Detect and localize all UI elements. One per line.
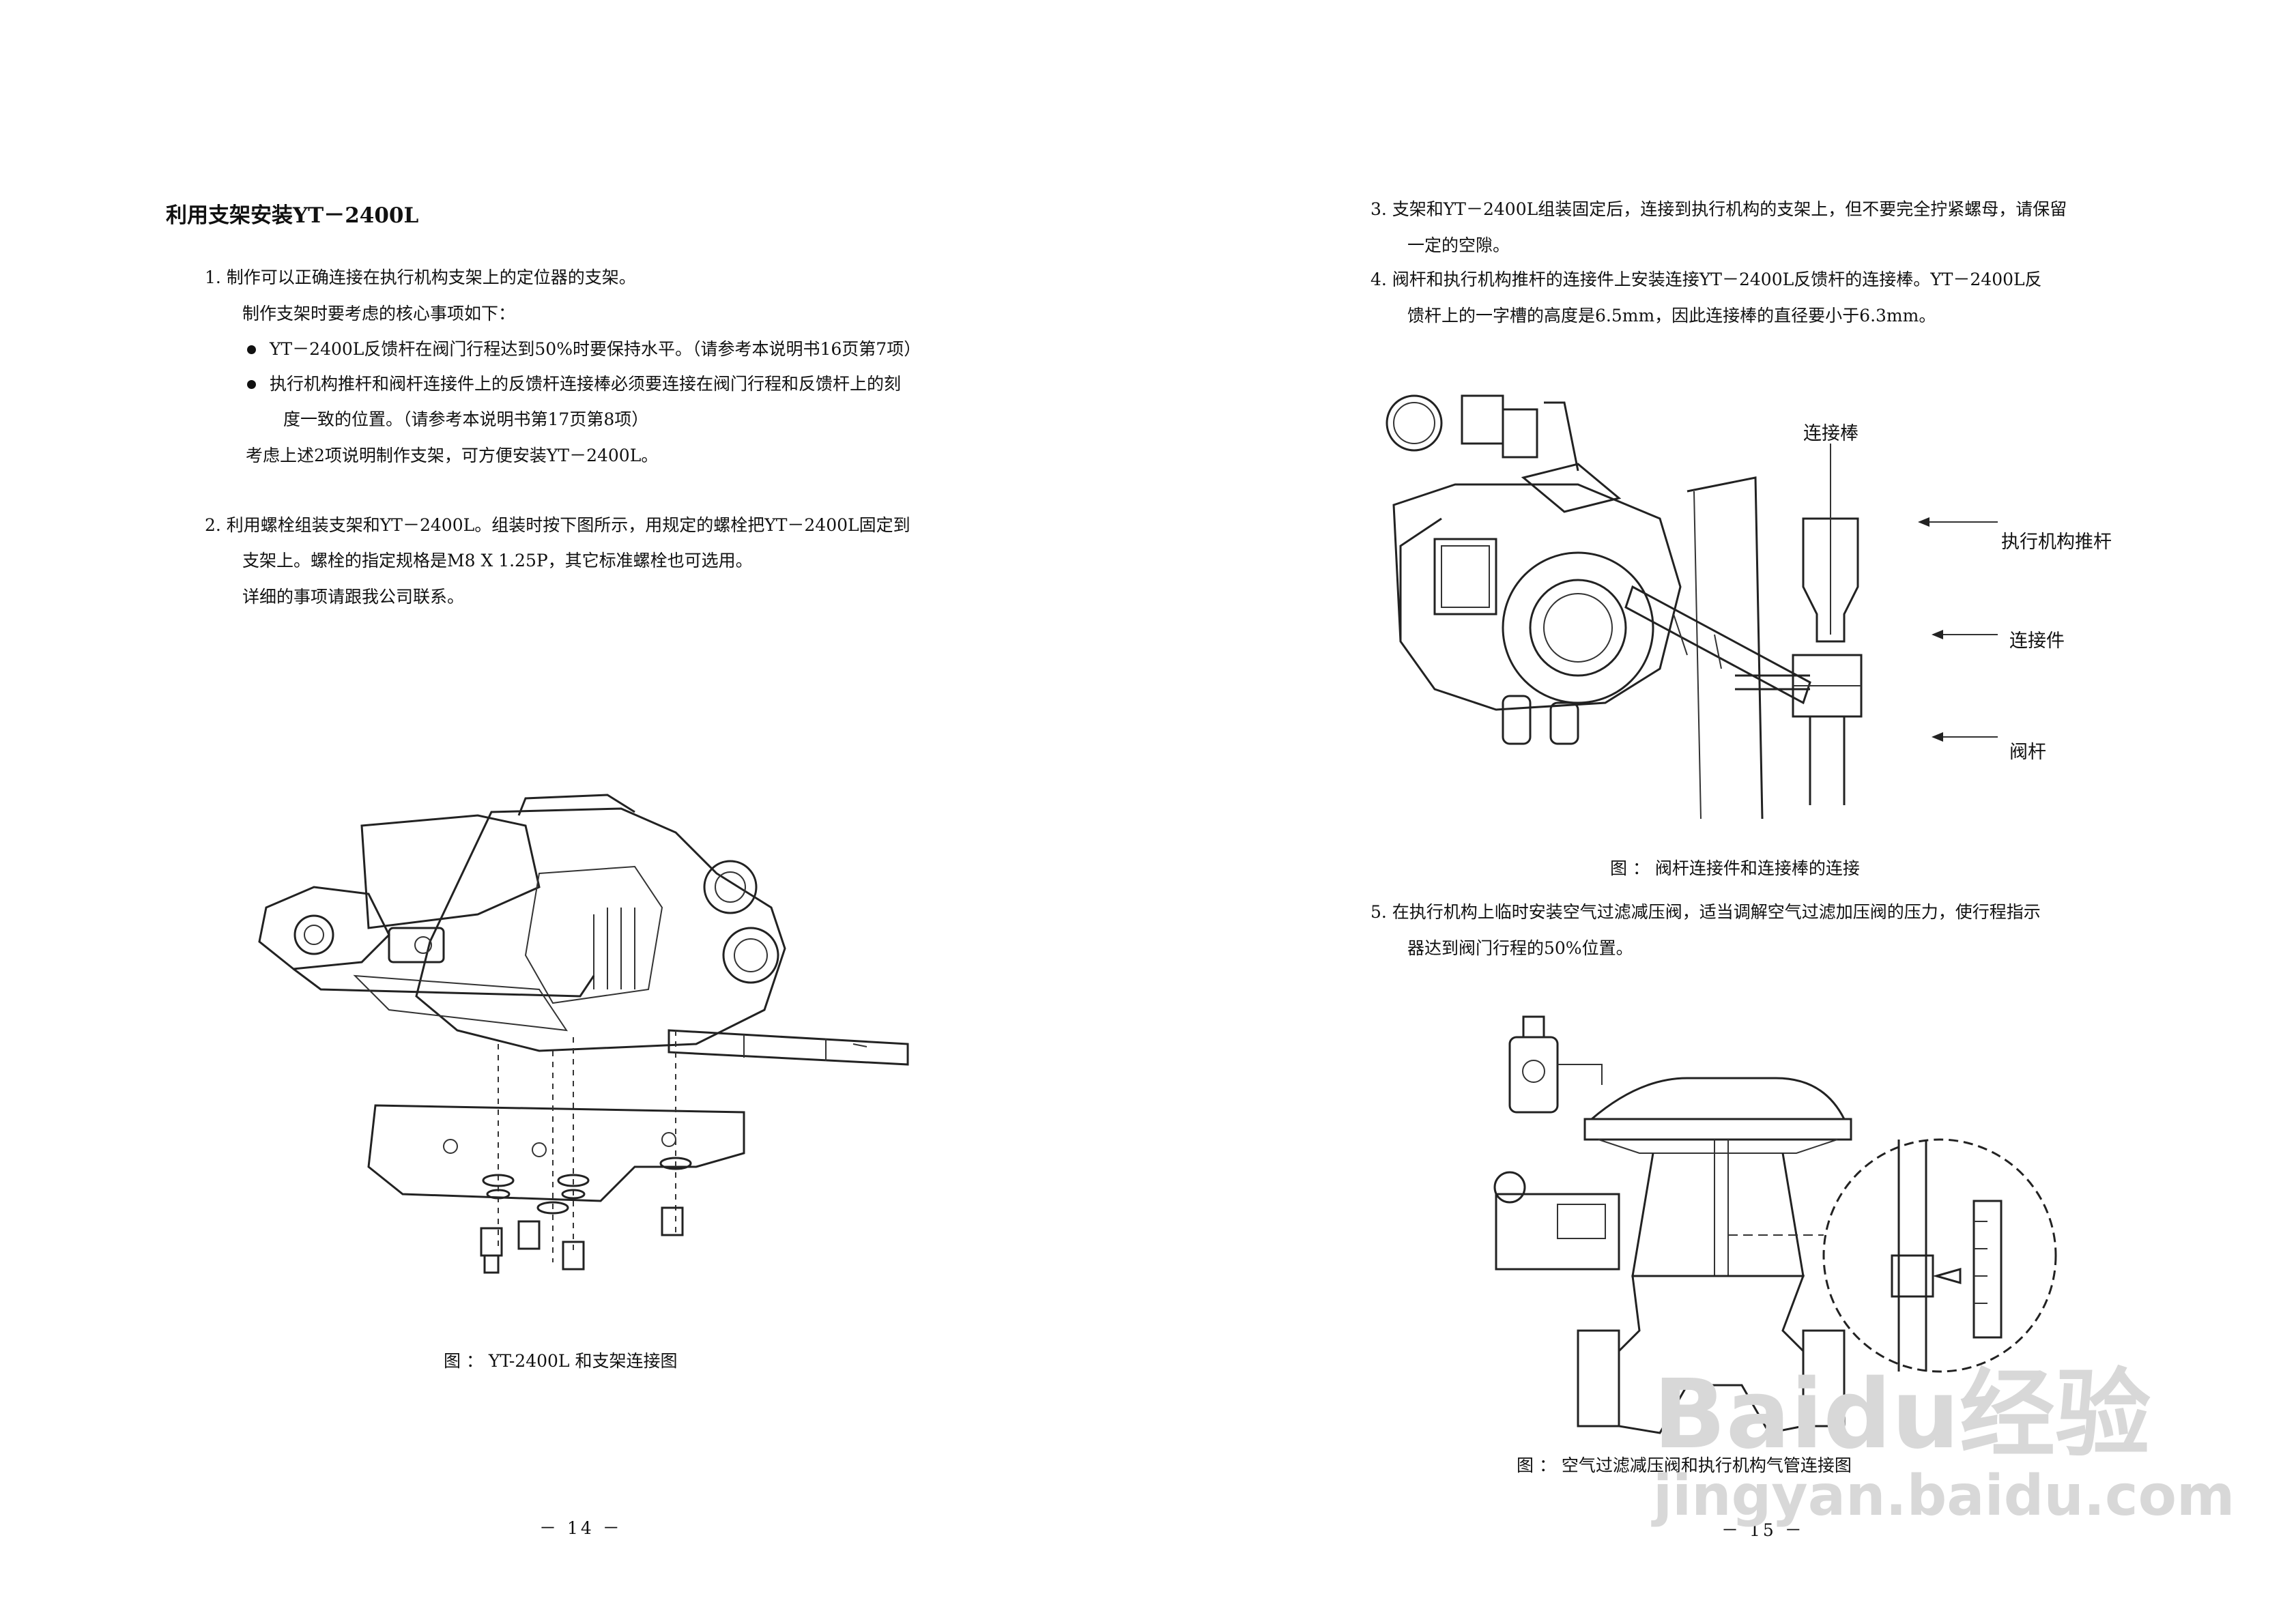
bullet-dot [247,380,256,389]
page-number: － 14 － [539,1518,622,1538]
item3-line2: 一定的空隙。 [1407,235,1510,255]
label-actuator-stem: 执行机构推杆 [2001,532,2112,553]
item1-line1: 1. 制作可以正确连接在执行机构支架上的定位器的支架。 [205,267,636,287]
label-connector: 连接件 [2009,630,2065,652]
item3-line1: 3. 支架和YT－2400L组装固定后，连接到执行机构的支架上，但不要完全拧紧螺… [1371,199,2067,219]
watermark-logo: Baidu经验 [1653,1359,2151,1470]
item2-line2: 支架上。螺栓的指定规格是M8 X 1.25P，其它标准螺栓也可选用。 [242,551,753,570]
callout-lines [1830,444,1998,742]
item4-line1: 4. 阀杆和执行机构推杆的连接件上安装连接YT－2400L反馈杆的连接棒。YT－… [1371,270,2042,289]
left-page: 利用支架安装YT－2400L 1. 制作可以正确连接在执行机构支架上的定位器的支… [166,203,921,1538]
right-page: 3. 支架和YT－2400L组装固定后，连接到执行机构的支架上，但不要完全拧紧螺… [1148,0,2296,1624]
item5-line2: 器达到阀门行程的50%位置。 [1407,938,1633,958]
item1-bullet1: YT－2400L反馈杆在阀门行程达到50%时要保持水平。（请参考本说明书16页第… [270,339,921,359]
item4-line2: 馈杆上的一字槽的高度是6.5mm，因此连接棒的直径要小于6.3mm。 [1407,306,1936,325]
figure2-caption: 图 ： 空气过滤减压阀和执行机构气管连接图 [1517,1455,1852,1475]
air-filter-regulator-drawing [1493,1015,2057,1434]
positioner-bracket-drawing [258,794,909,1274]
item2-line3: 详细的事项请跟我公司联系。 [242,587,465,607]
item5-line1: 5. 在执行机构上临时安装空气过滤减压阀，适当调解空气过滤加压阀的压力，使行程指… [1371,902,2041,922]
item1-bullet2b: 度一致的位置。（请参考本说明书第17页第8项） [283,409,649,429]
figure-caption: 图 ： YT-2400L 和支架连接图 [444,1351,678,1371]
label-valve-stem: 阀杆 [2009,742,2046,763]
rod-connection-drawing [1386,394,1863,820]
item1-line5: 考虑上述2项说明制作支架，可方便安装YT－2400L。 [246,446,659,465]
figure1-caption: 图 ： 阀杆连接件和连接棒的连接 [1610,858,1860,878]
label-connecting-rod: 连接棒 [1803,423,1859,444]
page-number: － 15 － [1721,1520,1805,1540]
item1-bullet2a: 执行机构推杆和阀杆连接件上的反馈杆连接棒必须要连接在阀门行程和反馈杆上的刻 [270,374,902,394]
item2-line1: 2. 利用螺栓组装支架和YT－2400L。组装时按下图所示，用规定的螺栓把YT－… [205,515,910,535]
section-title: 利用支架安装YT－2400L [166,203,419,228]
bullet-dot [247,345,256,354]
item1-line2: 制作支架时要考虑的核心事项如下： [242,304,516,323]
watermark-url: jingyan.baidu.com [1653,1464,2235,1528]
